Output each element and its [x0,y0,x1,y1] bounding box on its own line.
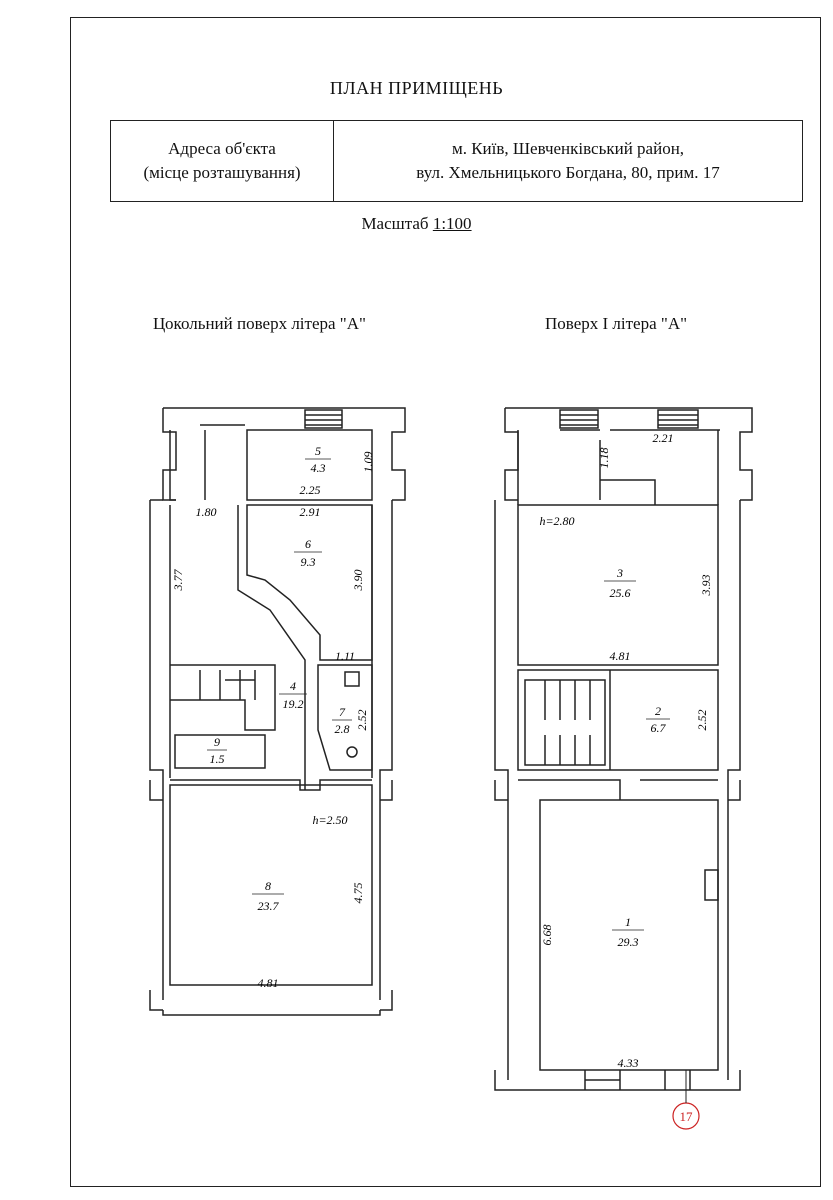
dim-2-21: 2.21 [653,431,674,445]
room2-id: 2 [655,704,661,718]
scale-line: Масштаб 1:100 [0,214,833,234]
dim-1-80: 1.80 [196,505,217,519]
page-title: ПЛАН ПРИМІЩЕНЬ [329,78,504,98]
room9-area: 1.5 [210,752,225,766]
address-value-line1: м. Київ, Шевченківський район, [451,139,685,158]
address-label-line2: (місце розташування) [143,163,301,182]
dim-4-75: 4.75 [351,883,365,904]
dim-4-33: 4.33 [618,1056,639,1070]
dim-4-81-first: 4.81 [610,649,631,663]
dim-1-18: 1.18 [597,448,611,469]
dim-2-91: 2.91 [300,505,321,519]
basement-height: h=2.50 [312,813,347,827]
basement-floor-title: Цокольний поверх літера "А" [153,314,366,333]
room1-id: 1 [625,915,631,929]
room4-id: 4 [290,679,296,693]
dim-3-77: 3.77 [171,569,185,592]
room8-id: 8 [265,879,271,893]
dim-2-52-first: 2.52 [695,710,709,731]
room1-area: 29.3 [618,935,639,949]
dim-6-68: 6.68 [540,925,554,946]
room5-id: 5 [315,444,321,458]
dim-4-81: 4.81 [258,976,279,990]
room9-id: 9 [214,735,220,749]
address-label-cell: Адреса об'єкта (місце розташування) [111,121,334,201]
room4-area: 19.2 [283,697,304,711]
room7-area: 2.8 [335,722,350,736]
scale-label: Масштаб [361,214,429,233]
room6-area: 9.3 [301,555,316,569]
scale-value: 1:100 [432,214,472,233]
address-table: Адреса об'єкта (місце розташування) м. К… [110,120,803,202]
room2-area: 6.7 [651,721,667,735]
page-frame [70,17,821,1187]
dim-1-09: 1.09 [361,452,375,473]
room3-id: 3 [616,566,623,580]
unit-marker-label: 17 [680,1109,694,1124]
address-label-line1: Адреса об'єкта [168,139,276,158]
dim-3-93: 3.93 [699,575,713,597]
room6-id: 6 [305,537,311,551]
first-height: h=2.80 [539,514,574,528]
dim-1-11: 1.11 [335,649,355,663]
address-value-cell: м. Київ, Шевченківський район, вул. Хмел… [334,121,802,201]
address-value-line2: вул. Хмельницького Богдана, 80, прим. 17 [416,163,720,182]
room7-id: 7 [339,705,346,719]
first-floor-title: Поверх І літера "А" [545,314,688,333]
room5-area: 4.3 [311,461,326,475]
dim-2-52: 2.52 [355,710,369,731]
dim-2-25: 2.25 [300,483,321,497]
room3-area: 25.6 [610,586,631,600]
dim-3-90: 3.90 [351,570,365,592]
room8-area: 23.7 [258,899,280,913]
